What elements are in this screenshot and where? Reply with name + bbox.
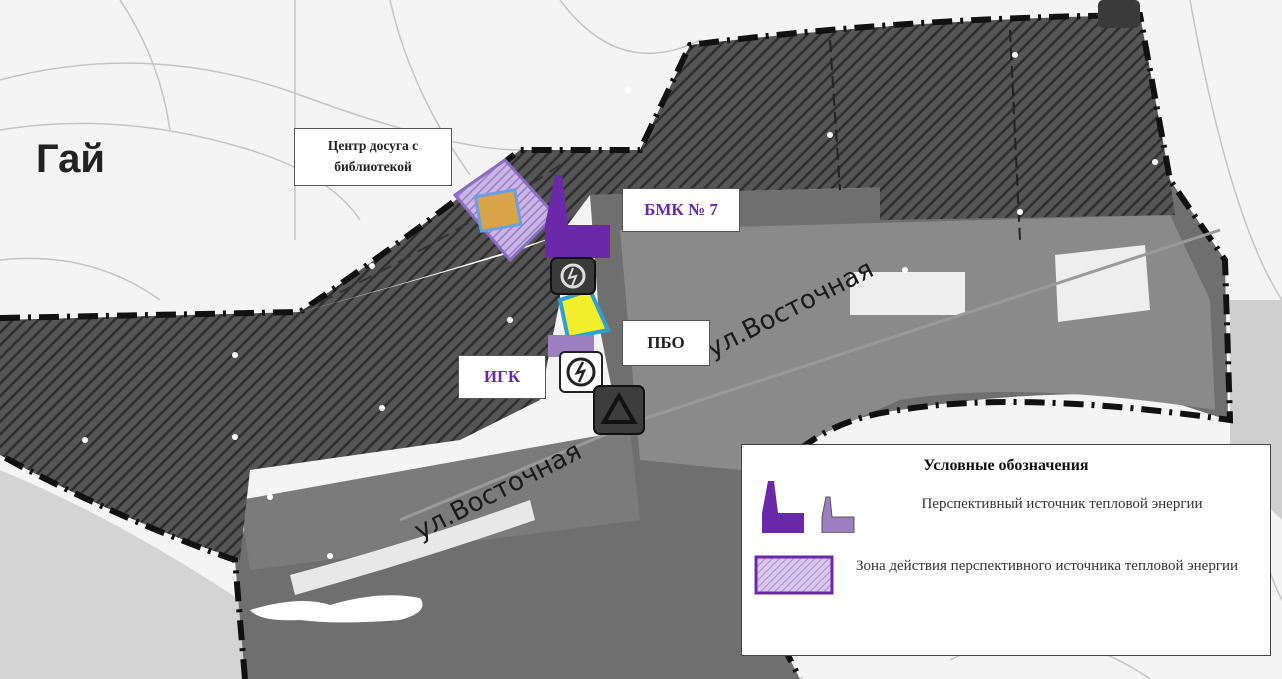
white-block-3 (290, 500, 535, 595)
callout-leisure-center-label: Центр досуга с библиотекой (327, 138, 419, 174)
hatched-zone-main (0, 235, 560, 560)
legend-source-symbols (762, 481, 855, 533)
zone-inner (240, 430, 640, 570)
legend-zone-symbol (754, 555, 834, 595)
bmk-heat-source (545, 175, 610, 258)
callout-bmk-label: БМК № 7 (644, 200, 718, 219)
callout-igk: ИГК (458, 355, 546, 399)
map-top-icon (1098, 0, 1140, 28)
road-centerline (299, 164, 561, 313)
legend-zone-label: Зона действия перспективного источника т… (855, 558, 1239, 574)
callout-bmk: БМК № 7 (622, 188, 740, 232)
legend-source-icon-light (821, 496, 855, 533)
road-internal-2 (829, 39, 841, 191)
hatched-zone-east (880, 180, 1175, 220)
white-block-2 (1055, 245, 1150, 322)
callout-pbo-label: ПБО (647, 333, 685, 352)
triangle-facility-icon (593, 385, 645, 435)
legend-source-label: Перспективный источник тепловой энергии (921, 496, 1203, 512)
callout-leisure-center: Центр досуга с библиотекой (294, 128, 452, 186)
white-block-1 (850, 272, 965, 315)
gray-terrain (0, 470, 250, 679)
callout-igk-label: ИГК (483, 367, 521, 386)
legend-source-icon-dark (762, 481, 804, 533)
map-legend: Условные обозначения Перспективный источ… (741, 444, 1271, 656)
legend-title: Условные обозначения (923, 457, 1089, 474)
survey-points (82, 52, 1158, 559)
callout-pbo: ПБО (622, 320, 710, 366)
power-station-icon (559, 351, 603, 393)
pond (250, 595, 423, 623)
boiler-icon (550, 257, 596, 295)
settlement-label: Гай (36, 137, 105, 181)
